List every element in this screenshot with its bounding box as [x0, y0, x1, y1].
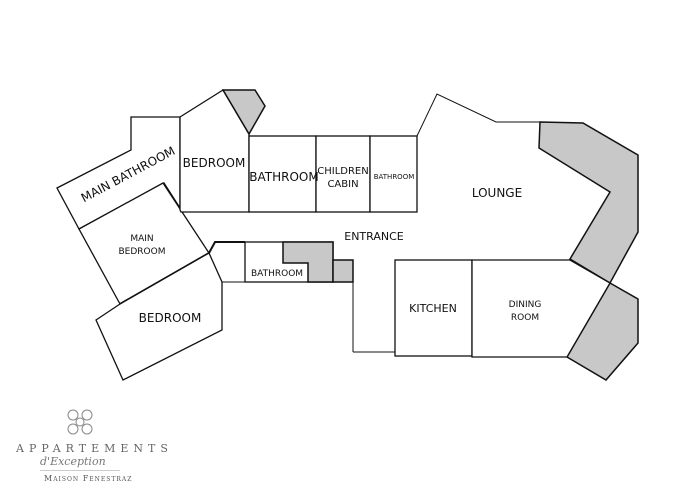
label-bathroom-lower: BATHROOM — [251, 269, 303, 279]
label-bedroom-top: BEDROOM — [183, 156, 246, 170]
label-main-bedroom-1: MAIN — [130, 234, 153, 244]
label-dining-2: ROOM — [511, 313, 539, 323]
label-entrance: ENTRANCE — [344, 230, 404, 243]
lounge-outline — [416, 93, 540, 137]
label-children-cabin-2: CABIN — [327, 179, 358, 190]
logo-ornament-icon — [67, 409, 93, 435]
logo-divider — [40, 470, 120, 471]
logo-maison: Maison Fenestraz — [44, 474, 133, 483]
closet-grey-1 — [282, 241, 334, 283]
label-bathroom-small: BATHROOM — [374, 173, 415, 181]
label-main-bedroom-2: BEDROOM — [119, 247, 166, 257]
label-bathroom-top: BATHROOM — [249, 170, 318, 184]
terrace-top-left — [221, 89, 266, 136]
logo-subtitle: d'Exception — [40, 455, 106, 468]
label-lounge: LOUNGE — [472, 186, 522, 200]
label-dining-1: DINING — [509, 300, 542, 310]
logo-title: APPARTEMENTS — [16, 442, 173, 455]
terrace-lounge — [538, 121, 639, 285]
room-children-cabin — [315, 135, 371, 213]
closet-grey-2 — [332, 259, 354, 283]
label-kitchen: KITCHEN — [409, 302, 457, 315]
room-kitchen — [394, 259, 473, 357]
room-bathroom-top — [248, 135, 317, 213]
label-children-cabin-1: CHILDREN — [317, 166, 368, 177]
room-dining — [471, 259, 611, 358]
room-bathroom-small — [369, 135, 418, 213]
label-bedroom-lower: BEDROOM — [139, 311, 202, 325]
